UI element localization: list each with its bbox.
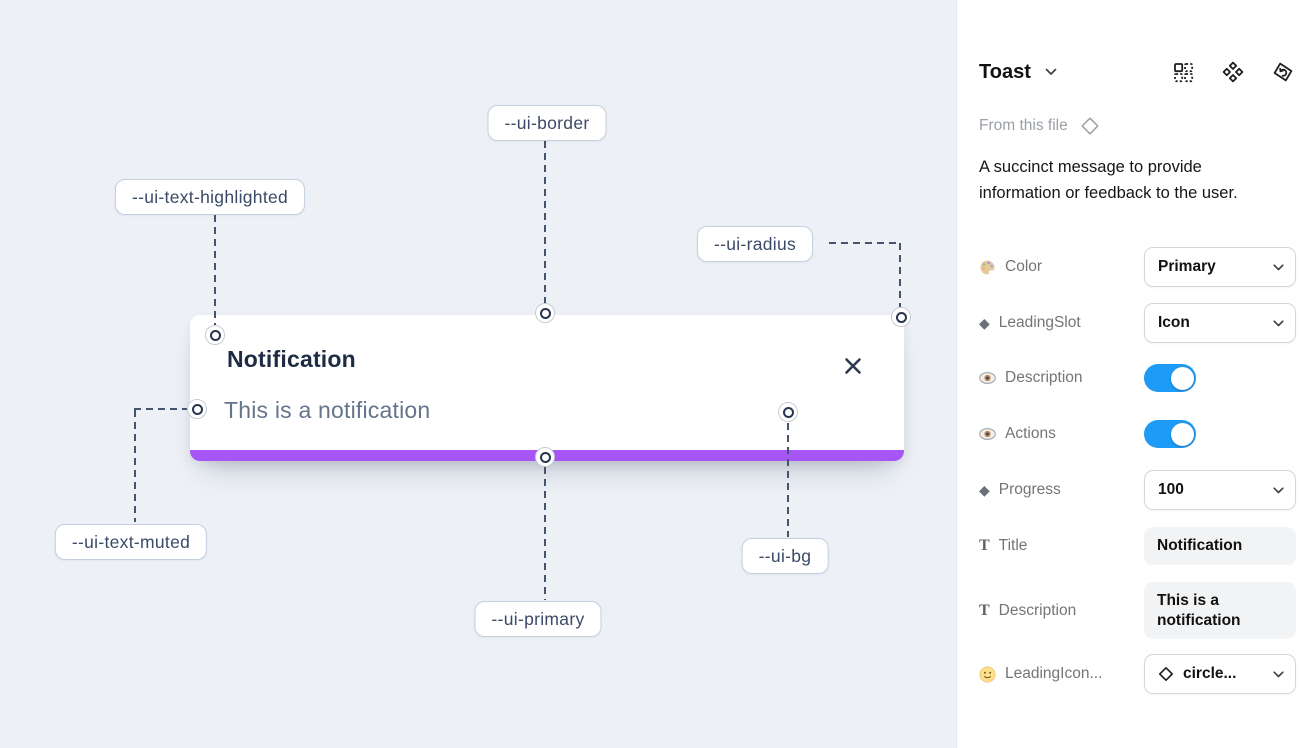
title-field[interactable]: Notification xyxy=(1144,527,1296,565)
palette-icon xyxy=(980,260,995,274)
properties-panel: Toast xyxy=(956,0,1312,748)
prop-label-description-field: T Description xyxy=(979,601,1077,619)
var-label-ui-border[interactable]: --ui-border xyxy=(487,105,607,141)
component-description: A succinct message to provide informatio… xyxy=(979,158,1238,202)
component-icon[interactable] xyxy=(1221,60,1245,84)
connector-border xyxy=(544,141,546,304)
anchor-border[interactable] xyxy=(535,303,555,323)
prop-row-leading-slot: ◆ LeadingSlot Icon xyxy=(979,303,1296,343)
chevron-down-icon xyxy=(1273,486,1284,493)
progress-select[interactable]: 100 xyxy=(1144,470,1296,510)
prop-label-description: Description xyxy=(979,369,1083,387)
connector-primary xyxy=(544,467,546,600)
prop-row-description-toggle: Description xyxy=(979,358,1296,398)
toggle-knob xyxy=(1170,366,1194,390)
prop-row-leading-icon: LeadingIcon... circle... xyxy=(979,654,1296,694)
chevron-down-icon xyxy=(1273,670,1284,677)
toast-description: This is a notification xyxy=(224,397,431,423)
var-label-ui-primary[interactable]: --ui-primary xyxy=(474,601,602,637)
chevron-down-icon xyxy=(1045,68,1057,75)
toast-title: Notification xyxy=(227,346,356,372)
prop-row-progress: ◆ Progress 100 xyxy=(979,470,1296,510)
description-field[interactable]: This is a notification xyxy=(1144,582,1296,639)
connector-text-muted-v xyxy=(134,410,136,522)
toast-component[interactable]: Notification This is a notification xyxy=(190,315,904,461)
leading-icon-select[interactable]: circle... xyxy=(1144,654,1296,694)
prop-row-title: T Title Notification xyxy=(979,526,1296,566)
swap-instance-icon[interactable] xyxy=(1171,60,1195,84)
panel-actions xyxy=(1171,60,1295,84)
var-label-ui-radius[interactable]: --ui-radius xyxy=(696,226,814,262)
actions-toggle[interactable] xyxy=(1144,420,1196,448)
anchor-primary[interactable] xyxy=(535,447,555,467)
anchor-radius[interactable] xyxy=(891,307,911,327)
chevron-down-icon xyxy=(1273,319,1284,326)
prop-label-leading-slot: ◆ LeadingSlot xyxy=(979,314,1081,331)
source-label: From this file xyxy=(979,117,1068,134)
variant-diamond-icon: ◆ xyxy=(979,482,990,498)
anchor-text-muted[interactable] xyxy=(187,399,207,419)
component-selector[interactable]: Toast xyxy=(979,61,1057,84)
prop-label-progress: ◆ Progress xyxy=(979,481,1061,498)
prop-row-color: Color Primary xyxy=(979,247,1296,287)
connector-text-highlighted xyxy=(214,215,216,325)
text-property-icon: T xyxy=(979,537,990,554)
smiley-icon xyxy=(979,666,996,682)
prop-label-title: T Title xyxy=(979,537,1028,554)
eye-icon xyxy=(979,428,996,440)
anchor-bg[interactable] xyxy=(778,402,798,422)
prop-label-actions: Actions xyxy=(979,425,1056,443)
source-row: From this file xyxy=(979,116,1100,136)
anchor-text-highlighted[interactable] xyxy=(205,325,225,345)
panel-header: Toast xyxy=(979,56,1295,88)
var-label-ui-text-highlighted[interactable]: --ui-text-highlighted xyxy=(114,179,306,215)
var-label-ui-text-muted[interactable]: --ui-text-muted xyxy=(54,524,208,560)
connector-radius-h xyxy=(829,242,901,244)
prop-row-description-field: T Description This is a notification xyxy=(979,582,1296,639)
diamond-outline-icon xyxy=(1158,666,1174,682)
panel-title: Toast xyxy=(979,60,1031,83)
prop-label-leading-icon: LeadingIcon... xyxy=(979,665,1102,683)
text-property-icon: T xyxy=(979,601,990,619)
toggle-knob xyxy=(1170,422,1194,446)
var-label-ui-bg[interactable]: --ui-bg xyxy=(741,538,829,574)
variant-diamond-icon: ◆ xyxy=(979,315,990,331)
connector-radius-v xyxy=(899,243,901,307)
color-select[interactable]: Primary xyxy=(1144,247,1296,287)
connector-bg xyxy=(787,423,789,537)
go-to-main-component-icon[interactable] xyxy=(1271,60,1295,84)
close-icon[interactable] xyxy=(842,355,864,377)
canvas: Notification This is a notification --ui… xyxy=(0,0,956,748)
diamond-outline-icon xyxy=(1081,117,1099,135)
leading-slot-select[interactable]: Icon xyxy=(1144,303,1296,343)
eye-icon xyxy=(979,372,996,384)
prop-label-color: Color xyxy=(979,258,1042,276)
connector-text-muted-h xyxy=(134,408,187,410)
prop-row-actions-toggle: Actions xyxy=(979,414,1296,454)
chevron-down-icon xyxy=(1273,263,1284,270)
description-toggle[interactable] xyxy=(1144,364,1196,392)
